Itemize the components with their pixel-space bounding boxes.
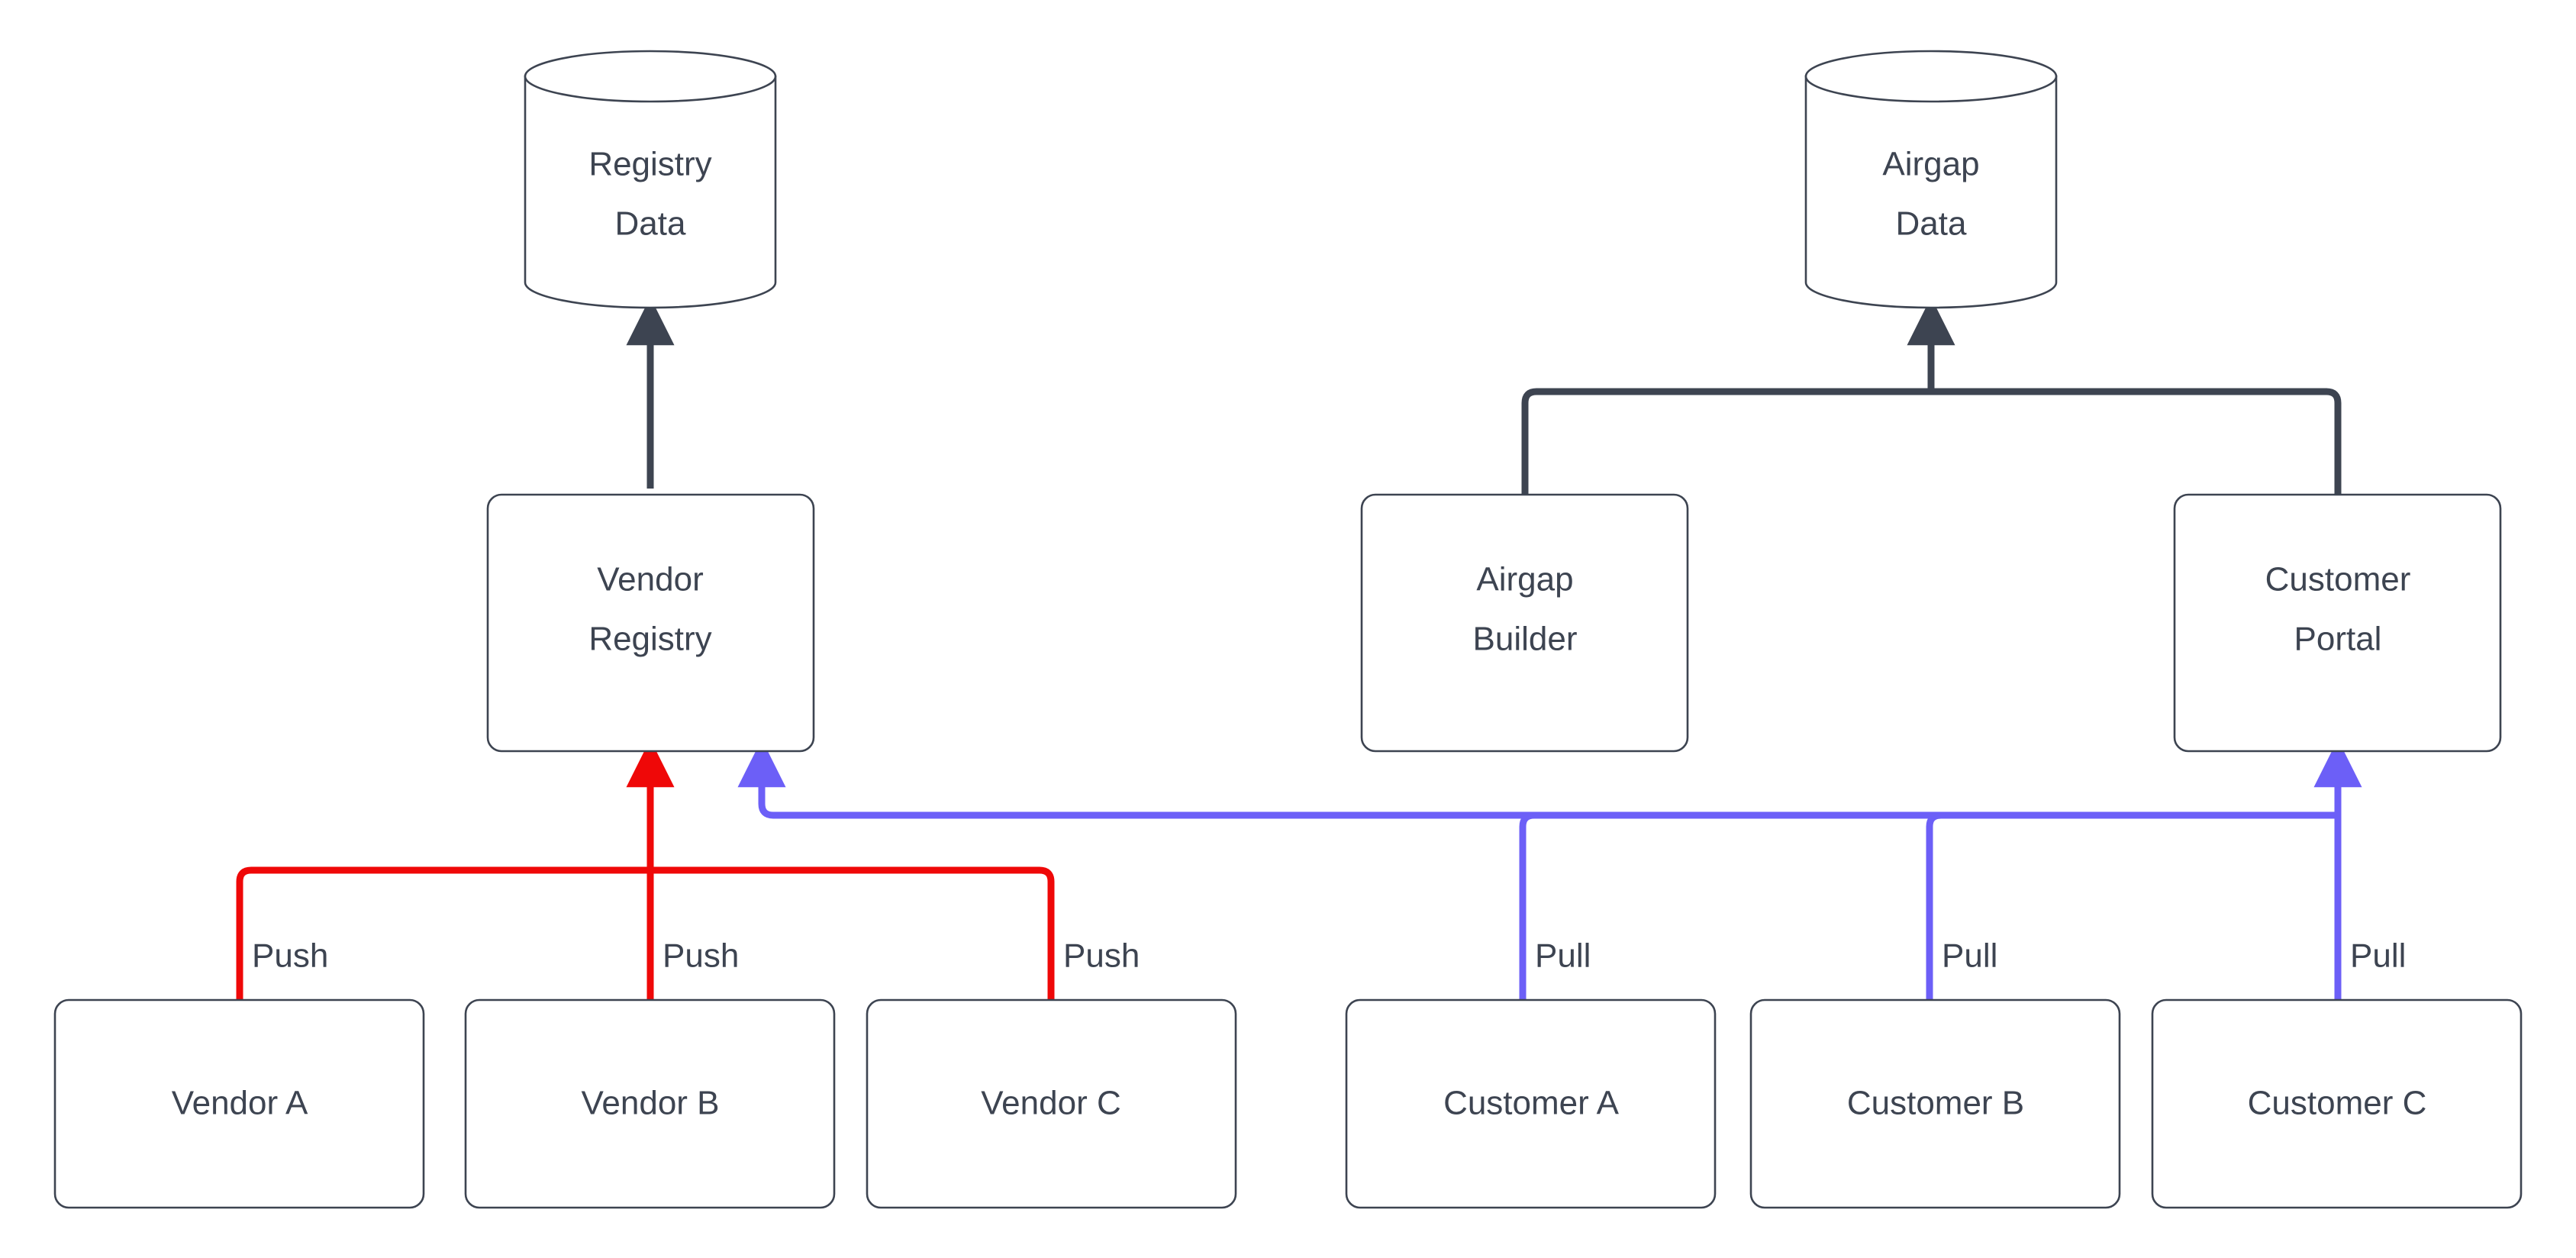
datastore-registry-data[interactable]: Registry Data (524, 50, 777, 309)
service-vendor-registry-box (486, 493, 815, 753)
cylinder-database-icon (1804, 75, 2058, 309)
actor-customer-a-box (1345, 998, 1717, 1209)
cylinder-top-ellipse (1804, 50, 2058, 103)
service-vendor-registry[interactable]: Vendor Registry (486, 493, 815, 753)
actor-customer-a-label: Customer A (1443, 1085, 1620, 1122)
datastore-registry-data-label-line1: Registry (588, 146, 711, 183)
edge-label-pull-customer-c: Pull (2350, 937, 2406, 975)
service-airgap-builder-label-line2: Builder (1473, 621, 1578, 658)
edge-label-pull-customer-a: Pull (1535, 937, 1591, 975)
actor-customer-c[interactable]: Customer C (2151, 998, 2523, 1209)
actor-vendor-b-label: Vendor B (581, 1085, 719, 1122)
actor-customer-b[interactable]: Customer B (1749, 998, 2121, 1209)
datastore-airgap-data[interactable]: Airgap Data (1804, 50, 2058, 309)
actor-customer-b-label: Customer B (1847, 1085, 2024, 1122)
edge-label-pull-customer-b: Pull (1942, 937, 1997, 975)
service-customer-portal[interactable]: Customer Portal (2173, 493, 2502, 753)
actor-vendor-b-box (464, 998, 836, 1209)
edge-push-vendor-a (236, 866, 650, 1000)
service-vendor-registry-label-line2: Registry (588, 621, 711, 658)
actor-vendor-a[interactable]: Vendor A (53, 998, 425, 1209)
service-customer-portal-label-line1: Customer (2265, 561, 2411, 598)
actor-vendor-c[interactable]: Vendor C (866, 998, 1237, 1209)
actor-vendor-c-box (866, 998, 1237, 1209)
datastore-registry-data-label-line2: Data (615, 205, 686, 243)
cylinder-database-icon (524, 75, 777, 309)
edge-push-vendor-c (650, 866, 1055, 1000)
edge-label-push-vendor-a: Push (252, 937, 328, 975)
datastore-airgap-data-label-line2: Data (1896, 205, 1967, 243)
actor-customer-a[interactable]: Customer A (1345, 998, 1717, 1209)
actor-customer-c-box (2151, 998, 2523, 1209)
actor-vendor-a-box (53, 998, 425, 1209)
service-vendor-registry-label-line1: Vendor (597, 561, 703, 598)
actor-customer-b-box (1749, 998, 2121, 1209)
service-airgap-builder[interactable]: Airgap Builder (1360, 493, 1689, 753)
actor-customer-c-label: Customer C (2248, 1085, 2427, 1122)
edge-customer-portal-to-airgap-data (1931, 388, 2342, 495)
edge-label-push-vendor-c: Push (1063, 937, 1140, 975)
edge-label-push-vendor-b: Push (663, 937, 739, 975)
service-airgap-builder-label-line1: Airgap (1476, 561, 1573, 598)
service-customer-portal-box (2173, 493, 2502, 753)
edge-pull-trunk-to-vendor-registry (737, 739, 2338, 819)
edge-airgap-builder-to-airgap-data (1521, 388, 1931, 495)
actor-vendor-a-label: Vendor A (172, 1085, 308, 1122)
datastore-airgap-data-label-line1: Airgap (1882, 146, 1979, 183)
service-airgap-builder-box (1360, 493, 1689, 753)
cylinder-top-ellipse (524, 50, 777, 103)
actor-vendor-b[interactable]: Vendor B (464, 998, 836, 1209)
service-customer-portal-label-line2: Portal (2294, 621, 2382, 658)
actor-vendor-c-label: Vendor C (981, 1085, 1120, 1122)
